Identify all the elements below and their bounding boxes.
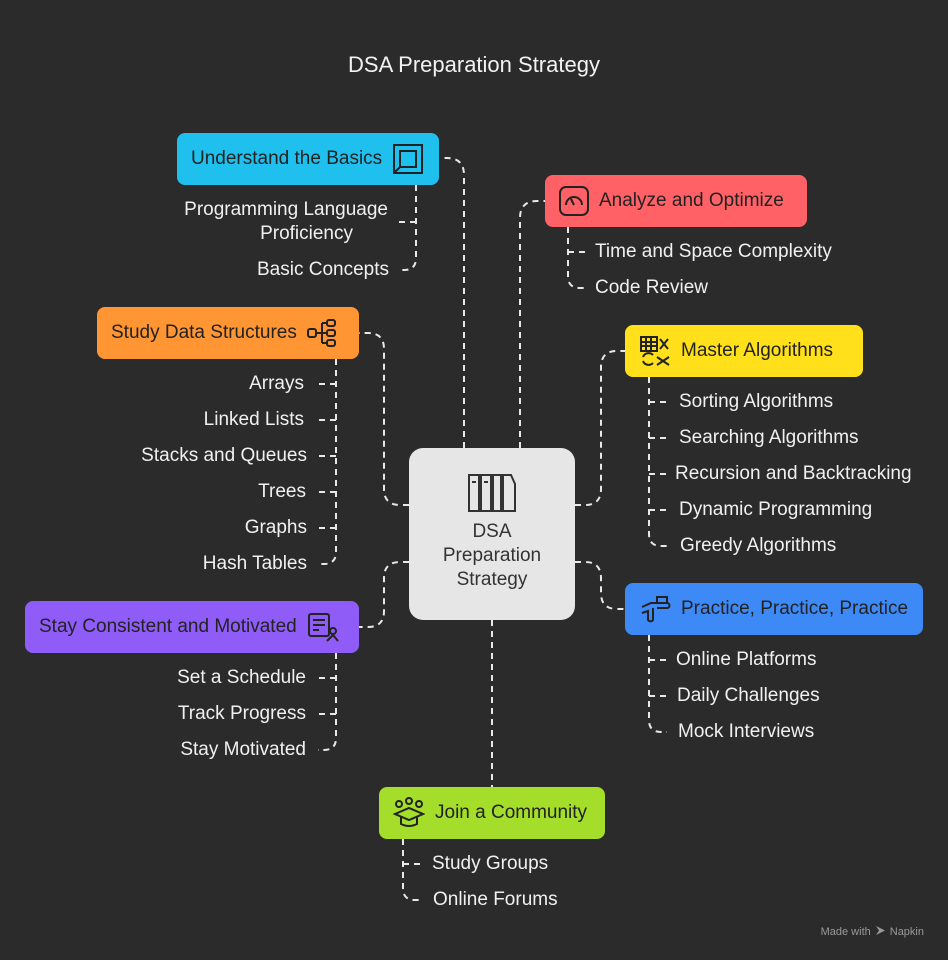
leaf-item: Arrays (249, 373, 304, 394)
connector-algorithms (575, 350, 626, 506)
leaf-item: Time and Space Complexity (595, 241, 832, 262)
hand-pointing-icon (639, 593, 671, 625)
branch-label: Master Algorithms (681, 340, 834, 361)
leaf-item: Sorting Algorithms (679, 391, 834, 412)
brand-text: Napkin (889, 926, 924, 938)
algorithm-grid-icon (639, 335, 671, 367)
connector-structures (358, 332, 409, 506)
center-label-line: Strategy (456, 569, 528, 590)
books-icon (468, 474, 516, 512)
leaf-item: Programming Language Proficiency (184, 198, 388, 246)
leaf-connector-practice (648, 635, 667, 733)
leaf-item: Trees (258, 481, 306, 502)
branch-analyze-and-optimize[interactable]: Analyze and Optimize (545, 175, 807, 227)
leaf-connector-algorithms (648, 377, 667, 547)
checklist-person-icon (307, 611, 339, 643)
diagram-title: DSA Preparation Strategy (348, 52, 600, 77)
leaf-item: Recursion and Backtracking (675, 463, 912, 484)
leaf-item: Online Platforms (676, 649, 817, 670)
branch-stay-consistent-and-motivated[interactable]: Stay Consistent and Motivated (25, 601, 359, 653)
center-label-line: Preparation (442, 545, 542, 566)
center-label-line: DSA (472, 521, 512, 542)
leaf-item: Daily Challenges (677, 685, 820, 706)
square-stack-icon (392, 143, 424, 175)
leaf-text: Programming Language (184, 199, 388, 220)
branch-join-a-community[interactable]: Join a Community (379, 787, 605, 839)
branch-master-algorithms[interactable]: Master Algorithms (625, 325, 863, 377)
leaf-item: Study Groups (432, 853, 549, 874)
leaf-connector-consistent (318, 653, 337, 751)
leaf-connector-analyze (567, 227, 586, 289)
branch-practice-practice-practice[interactable]: Practice, Practice, Practice (625, 583, 923, 635)
center-node: DSA Preparation Strategy (409, 448, 575, 620)
branch-understand-the-basics[interactable]: Understand the Basics (177, 133, 439, 185)
made-with-badge: Made with Napkin (821, 925, 924, 939)
connector-analyze (519, 200, 546, 448)
leaf-item: Set a Schedule (177, 667, 306, 688)
leaf-item: Searching Algorithms (679, 427, 859, 448)
leaf-item: Dynamic Programming (679, 499, 873, 520)
branch-label: Understand the Basics (191, 148, 383, 169)
branch-label: Practice, Practice, Practice (681, 598, 909, 619)
leaf-connector-community (402, 839, 421, 901)
napkin-logo-icon (875, 925, 886, 939)
connector-basics (440, 157, 465, 448)
leaf-item: Mock Interviews (678, 721, 815, 742)
leaf-item: Linked Lists (203, 409, 304, 430)
leaf-item: Code Review (595, 277, 708, 298)
branch-label: Study Data Structures (111, 322, 297, 343)
leaf-item: Track Progress (177, 703, 306, 724)
tree-structure-icon (306, 318, 337, 348)
leaf-item: Stacks and Queues (141, 445, 307, 466)
leaf-connector-structures (318, 359, 337, 565)
speedometer-icon (559, 186, 589, 216)
branch-label: Join a Community (435, 802, 588, 823)
leaf-connector-basics (398, 185, 417, 271)
made-with-text: Made with (820, 926, 871, 938)
leaf-item: Basic Concepts (256, 259, 389, 280)
branch-label: Analyze and Optimize (599, 190, 784, 211)
branch-study-data-structures[interactable]: Study Data Structures (97, 307, 359, 359)
leaf-text: Proficiency (260, 223, 353, 244)
connector-consistent (358, 561, 409, 628)
leaf-item: Greedy Algorithms (680, 535, 837, 556)
leaf-item: Stay Motivated (180, 739, 306, 760)
graduation-group-icon (393, 797, 425, 829)
connector-practice (575, 561, 626, 610)
leaf-item: Online Forums (433, 889, 558, 910)
branch-label: Stay Consistent and Motivated (39, 616, 297, 637)
leaf-item: Hash Tables (202, 553, 307, 574)
leaf-item: Graphs (244, 517, 307, 538)
